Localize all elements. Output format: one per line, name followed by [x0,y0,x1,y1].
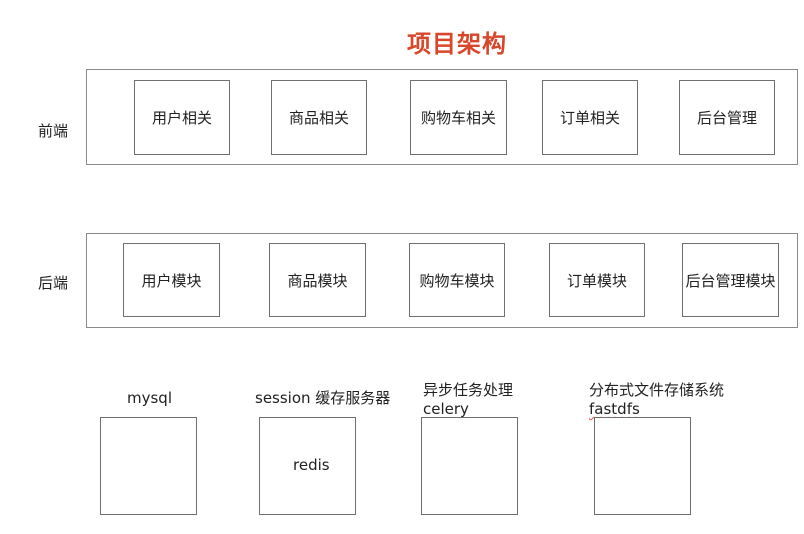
service-mysql-label: mysql [127,389,172,407]
frontend-layer [86,69,798,165]
diagram-title: 项目架构 [407,30,507,58]
backend-label: 后端 [38,274,69,292]
service-fastdfs-label: fastdfs [589,400,640,418]
frontend-module-order: 订单相关 [542,80,638,155]
frontend-label: 前端 [38,122,69,140]
frontend-module-cart: 购物车相关 [410,80,507,155]
backend-module-admin: 后台管理模块 [682,243,779,317]
backend-module-user: 用户模块 [123,243,220,317]
backend-module-order: 订单模块 [549,243,645,317]
service-redis-box [259,417,356,515]
frontend-module-admin: 后台管理 [679,80,775,155]
service-celery-box [421,417,518,515]
service-celery-label: celery [423,400,469,418]
service-session-label: session 缓存服务器 [255,389,391,407]
backend-layer [86,233,798,328]
service-fastdfs-box [594,417,691,515]
backend-module-product: 商品模块 [269,243,366,317]
frontend-module-product: 商品相关 [271,80,367,155]
backend-module-cart: 购物车模块 [409,243,505,317]
service-mysql-box [100,417,197,515]
service-async-label: 异步任务处理 [423,381,514,399]
service-redis-label: redis [293,456,330,474]
frontend-module-user: 用户相关 [134,80,230,155]
service-dfs-label: 分布式文件存储系统 [589,381,725,399]
